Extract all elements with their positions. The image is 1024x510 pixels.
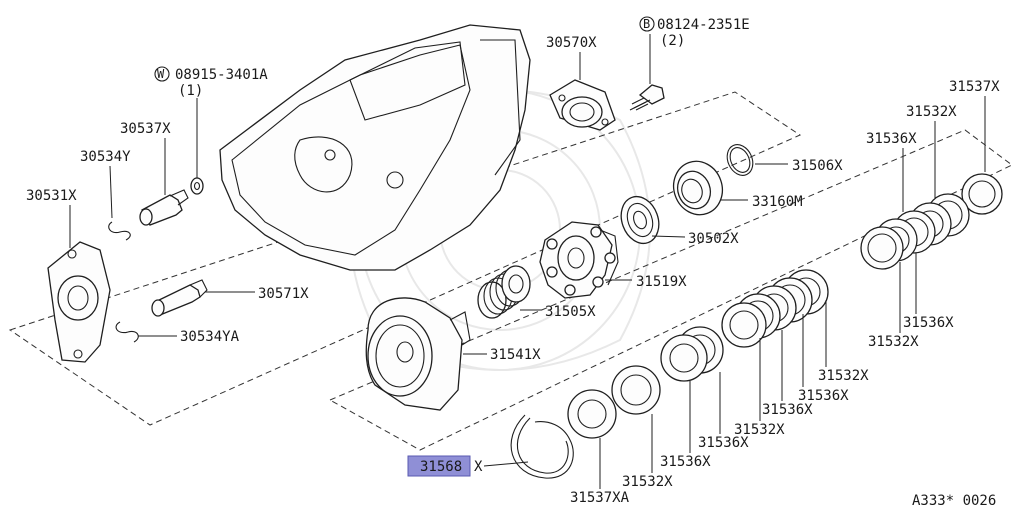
label-08124-qty: (2) — [660, 33, 685, 49]
clutch-pack-lower — [567, 326, 724, 439]
label-08124-prefix: B — [643, 17, 650, 31]
label-31536x-r2: 31536X — [903, 315, 954, 331]
label-30534ya: 30534YA — [180, 329, 240, 345]
label-31568x-suffix: X — [474, 459, 483, 475]
part-33160m-seal — [672, 160, 724, 216]
label-31532x-r1: 31532X — [906, 104, 957, 120]
assembly-frame-upper — [8, 91, 802, 426]
part-31519x-carrier — [539, 221, 619, 299]
label-30534y: 30534Y — [80, 149, 131, 165]
clutch-pack-middle — [721, 269, 829, 348]
label-30571x: 30571X — [258, 286, 309, 302]
label-31536x-low2: 31536X — [660, 454, 711, 470]
part-30531x-cover — [47, 241, 111, 363]
label-30531x: 30531X — [26, 188, 77, 204]
part-30534ya-clip — [115, 321, 139, 343]
part-30570x-flange — [549, 79, 616, 131]
part-30502x-bearing — [620, 195, 660, 245]
part-washer — [190, 177, 204, 195]
part-30571x-pin — [151, 279, 208, 317]
label-30502x: 30502X — [688, 231, 739, 247]
figure-reference: A333* 0026 — [912, 493, 996, 509]
label-group-08915: W 08915-3401A (1) — [154, 66, 268, 99]
washer-circle-badge — [154, 66, 170, 82]
leader-30534y — [109, 165, 113, 219]
label-31537xa: 31537XA — [570, 490, 630, 506]
label-08915-prefix: W — [157, 67, 165, 81]
label-30537x-top: 30537X — [120, 121, 171, 137]
clutch-pack-upper — [860, 173, 1003, 270]
label-08915-qty: (1) — [178, 83, 203, 99]
part-bolt-08124 — [629, 84, 665, 111]
label-31532x-mid: 31532X — [818, 368, 869, 384]
label-08124: 08124-2351E — [657, 17, 750, 33]
part-31505x-spring — [477, 265, 531, 319]
label-31536x-mid2: 31536X — [762, 402, 813, 418]
label-31541x: 31541X — [490, 347, 541, 363]
part-30534y-clip — [108, 221, 131, 241]
label-31568x[interactable]: 31568 — [420, 459, 462, 475]
label-08915: 08915-3401A — [175, 67, 268, 83]
label-31505x: 31505X — [545, 304, 596, 320]
part-30537x-plug — [139, 189, 189, 226]
label-31506x: 31506X — [792, 158, 843, 174]
label-31536x-mid1: 31536X — [798, 388, 849, 404]
label-31536x-low1: 31536X — [698, 435, 749, 451]
part-31506x-snap-ring — [726, 144, 754, 176]
label-31519x: 31519X — [636, 274, 687, 290]
label-group-08124: B 08124-2351E (2) — [639, 16, 750, 49]
label-31532x-r2: 31532X — [868, 334, 919, 350]
transfer-case-housing — [219, 24, 531, 271]
label-30570x: 30570X — [546, 35, 597, 51]
bolt-circle-badge — [639, 16, 655, 32]
part-washer-hole — [193, 181, 201, 191]
part-31541x-clutch-drum — [365, 297, 471, 411]
label-31537x: 31537X — [949, 79, 1000, 95]
part-31568x-snap-ring — [510, 414, 574, 479]
label-31532x-mid2: 31532X — [734, 422, 785, 438]
label-31532x-low: 31532X — [622, 474, 673, 490]
leader-31568x — [483, 461, 529, 467]
highlight-31568x[interactable] — [407, 455, 471, 477]
leader-30502x — [651, 235, 686, 238]
assembly-frame-lower — [328, 129, 1013, 451]
label-31536x-r1: 31536X — [866, 131, 917, 147]
label-33160m: 33160M — [752, 194, 803, 210]
